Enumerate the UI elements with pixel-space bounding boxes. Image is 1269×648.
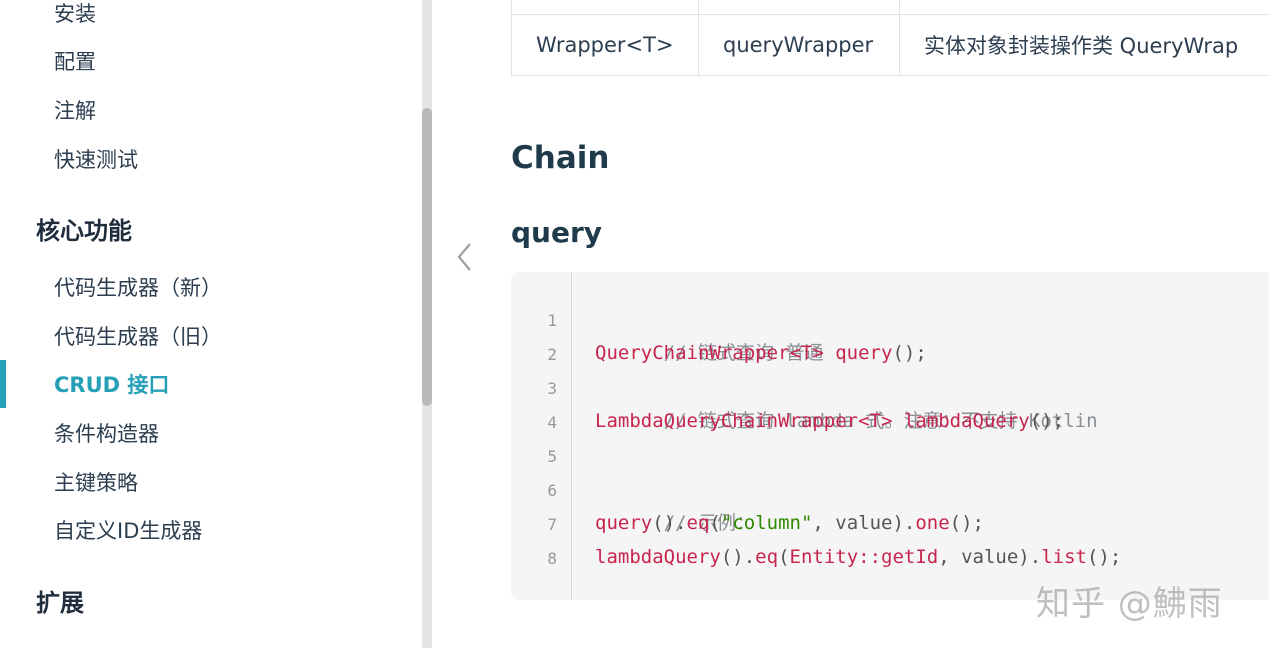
code-comment: // 链式查询 lambda 式。注意：不支持 Kotlin [663,410,1098,432]
code-punct: (). [720,546,756,568]
line-number-gutter: 1 2 3 4 5 6 7 8 [511,272,572,600]
code-method: eq [755,546,779,568]
sidebar-group-core: 核心功能 [36,217,132,245]
sidebar-group-extension: 扩展 [36,589,84,617]
code-line: // 链式查询 lambda 式。注意：不支持 Kotlin [595,370,1098,472]
line-number: 8 [547,549,557,568]
sidebar-item-quick-test[interactable]: 快速测试 [54,148,138,172]
code-method: query [835,342,893,364]
code-punct: ( [709,512,721,534]
code-method: lambdaQuery [903,410,1030,432]
code-method: one [915,512,950,534]
code-punct: (); [892,342,927,364]
code-punct: ( [778,546,790,568]
line-number: 5 [547,447,557,466]
sidebar: 安装 配置 注解 快速测试 核心功能 代码生成器（新） 代码生成器（旧） CRU… [0,0,422,648]
sidebar-item-install[interactable]: 安装 [54,2,96,26]
code-comment: // 示例： [663,512,755,534]
watermark: 知乎 @鮄雨 [1036,584,1223,624]
code-string: "column" [720,512,813,534]
chevron-left-icon [457,243,471,271]
table-row: Wrapper<T> queryWrapper 实体对象封装操作类 QueryW… [511,14,1269,76]
code-punct: , value). [938,546,1042,568]
code-method-ref: Entity::getId [789,546,939,568]
code-type: LambdaQueryChainWrapper<T> [595,410,893,432]
code-method: eq [686,512,710,534]
code-punct: (); [949,512,984,534]
code-space [824,342,835,364]
code-method: query [595,512,653,534]
code-line: // 链式查询 普通 [595,302,824,404]
line-number: 6 [547,481,557,500]
line-number: 1 [547,311,557,330]
code-space [892,410,903,432]
sidebar-item-crud[interactable]: CRUD 接口 [54,373,170,397]
code-punct: (); [1086,546,1122,568]
code-line: QueryChainWrapper<T> query(); [595,336,927,370]
table-cell-param: queryWrapper [698,14,900,76]
sidebar-item-codegen-new[interactable]: 代码生成器（新） [54,276,222,300]
code-line: LambdaQueryChainWrapper<T> lambdaQuery()… [595,404,1064,438]
code-method: lambdaQuery [595,546,721,568]
line-number: 3 [547,379,557,398]
sidebar-item-annotation[interactable]: 注解 [54,99,96,123]
params-table: Wrapper<T> queryWrapper 实体对象封装操作类 QueryW… [511,0,1269,76]
code-punct: (). [652,512,687,534]
line-number: 4 [547,413,557,432]
table-row [511,0,1269,15]
sidebar-item-config[interactable]: 配置 [54,50,96,74]
code-punct: (); [1029,410,1065,432]
code-line: query().eq("column", value).one(); [595,506,984,540]
sidebar-item-wrapper[interactable]: 条件构造器 [54,422,159,446]
code-comment: // 链式查询 普通 [663,342,824,364]
line-number: 7 [547,515,557,534]
code-line: // 示例： [595,472,755,574]
table-cell-type: Wrapper<T> [511,14,699,76]
active-indicator [0,360,6,408]
sidebar-scrollbar-thumb[interactable] [422,108,432,406]
collapse-sidebar-button[interactable] [452,238,478,276]
sidebar-item-id-generator[interactable]: 自定义ID生成器 [54,519,203,543]
code-method: list [1041,546,1087,568]
table-cell-desc: 实体对象封装操作类 QueryWrap [899,14,1269,76]
sidebar-item-key-strategy[interactable]: 主键策略 [54,471,138,495]
section-heading-query: query [511,216,603,249]
code-punct: , value). [812,512,916,534]
code-type: QueryChainWrapper<T> [595,342,824,364]
sidebar-item-codegen-old[interactable]: 代码生成器（旧） [54,325,222,349]
code-block: 1 2 3 4 5 6 7 8 // 链式查询 普通 QueryChainWra… [511,272,1269,600]
section-heading-chain: Chain [511,140,610,176]
code-line: lambdaQuery().eq(Entity::getId, value).l… [595,540,1121,574]
line-number: 2 [547,345,557,364]
